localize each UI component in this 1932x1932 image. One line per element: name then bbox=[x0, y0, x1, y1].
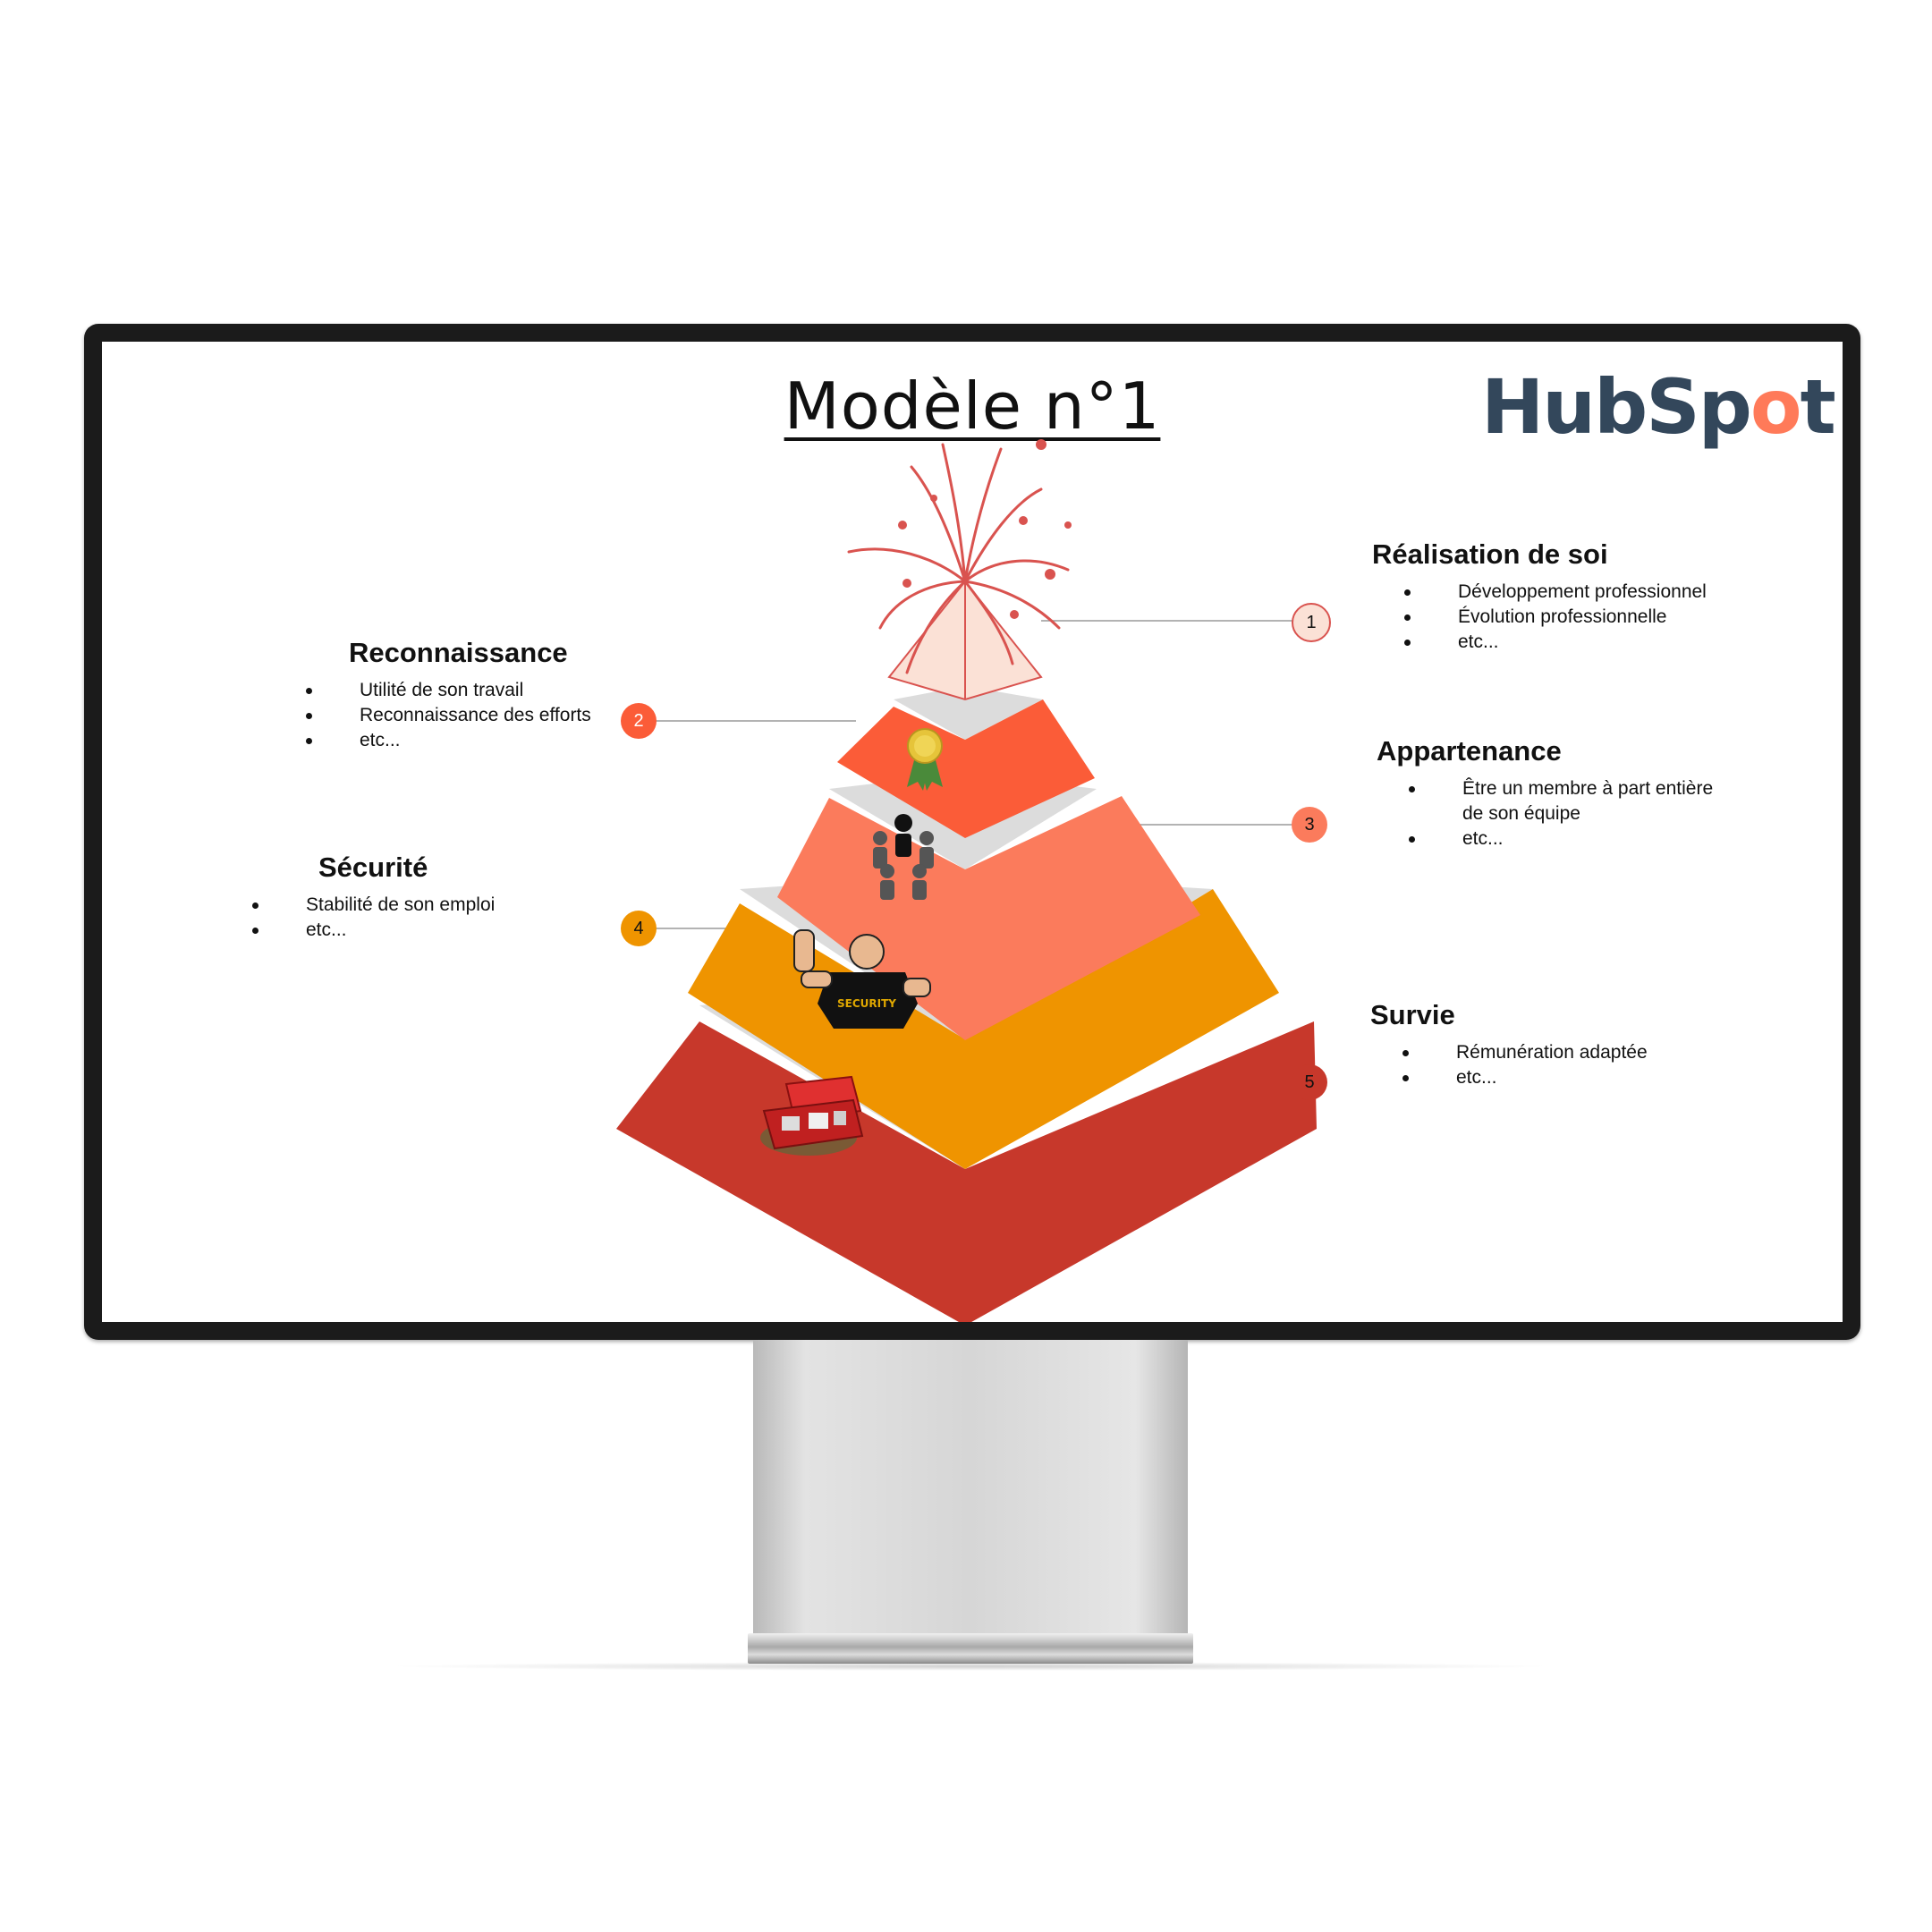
monitor-stand-base bbox=[748, 1633, 1193, 1664]
level-5-heading: Survie bbox=[1370, 999, 1455, 1030]
level-1-number-badge: 1 bbox=[1292, 603, 1331, 642]
level-2-heading: Reconnaissance bbox=[349, 637, 568, 668]
level-2-bullet: Utilité de son travail bbox=[306, 678, 635, 703]
svg-text:SECURITY: SECURITY bbox=[837, 997, 896, 1010]
level-2-number-badge: 2 bbox=[621, 703, 657, 739]
logo-text-end: t bbox=[1800, 363, 1836, 451]
tier-2-band bbox=[837, 699, 1095, 838]
level-4-bullet: etc... bbox=[252, 918, 581, 943]
security-guard-icon: SECURITY bbox=[793, 929, 931, 1029]
level-3-bullets: Être un membre à part entière de son équ… bbox=[1377, 776, 1731, 852]
level-3-heading: Appartenance bbox=[1377, 735, 1562, 767]
level-2-text: Reconnaissance Utilité de son travail Re… bbox=[277, 637, 635, 753]
level-4-heading: Sécurité bbox=[318, 852, 428, 883]
survival-kit-icon bbox=[760, 1075, 864, 1156]
level-5-number-badge: 5 bbox=[1292, 1064, 1327, 1100]
level-5-bullet: etc... bbox=[1402, 1065, 1791, 1090]
logo-text-accent: o bbox=[1750, 363, 1802, 451]
level-3-number-badge: 3 bbox=[1292, 807, 1327, 843]
level-3-text: Appartenance Être un membre à part entiè… bbox=[1377, 735, 1797, 852]
hubspot-logo: HubSpot bbox=[1481, 358, 1836, 456]
level-3-bullet: etc... bbox=[1409, 826, 1731, 852]
monitor-stand-neck bbox=[753, 1340, 1188, 1633]
pyramid-tier-2 bbox=[837, 686, 1095, 838]
level-3-bullet: Être un membre à part entière de son équ… bbox=[1409, 776, 1731, 826]
slide-screen: Modèle n°1 HubSpot bbox=[102, 342, 1843, 1322]
level-5-text: Survie Rémunération adaptée etc... bbox=[1370, 999, 1791, 1090]
logo-text-start: HubSp bbox=[1481, 363, 1752, 451]
slide-title: Modèle n°1 bbox=[784, 369, 1161, 444]
pyramid-diagram: SECURITY bbox=[616, 439, 1317, 1322]
monitor-bezel: Modèle n°1 HubSpot bbox=[84, 324, 1860, 1340]
level-1-bullets: Développement professionnel Évolution pr… bbox=[1372, 580, 1792, 655]
level-2-bullet: etc... bbox=[306, 728, 635, 753]
level-2-bullet: Reconnaissance des efforts bbox=[306, 703, 635, 728]
level-1-heading: Réalisation de soi bbox=[1372, 538, 1608, 570]
level-4-number-badge: 4 bbox=[621, 911, 657, 946]
level-4-bullet: Stabilité de son emploi bbox=[252, 893, 581, 918]
level-5-bullet: Rémunération adaptée bbox=[1402, 1040, 1791, 1065]
level-4-text: Sécurité Stabilité de son emploi etc... bbox=[224, 852, 581, 943]
level-5-bullets: Rémunération adaptée etc... bbox=[1370, 1040, 1791, 1090]
team-people-icon bbox=[873, 814, 934, 900]
level-1-bullet: etc... bbox=[1404, 630, 1792, 655]
level-1-text: Réalisation de soi Développement profess… bbox=[1372, 538, 1792, 655]
award-medal-icon bbox=[907, 728, 943, 791]
pyramid-tier-1 bbox=[887, 580, 1043, 701]
level-1-bullet: Développement professionnel bbox=[1404, 580, 1792, 605]
fireworks-icon bbox=[847, 439, 1072, 674]
level-4-bullets: Stabilité de son emploi etc... bbox=[224, 893, 581, 943]
level-2-bullets: Utilité de son travail Reconnaissance de… bbox=[277, 678, 635, 753]
level-1-bullet: Évolution professionnelle bbox=[1404, 605, 1792, 630]
monitor-stand-shadow bbox=[385, 1662, 1556, 1671]
